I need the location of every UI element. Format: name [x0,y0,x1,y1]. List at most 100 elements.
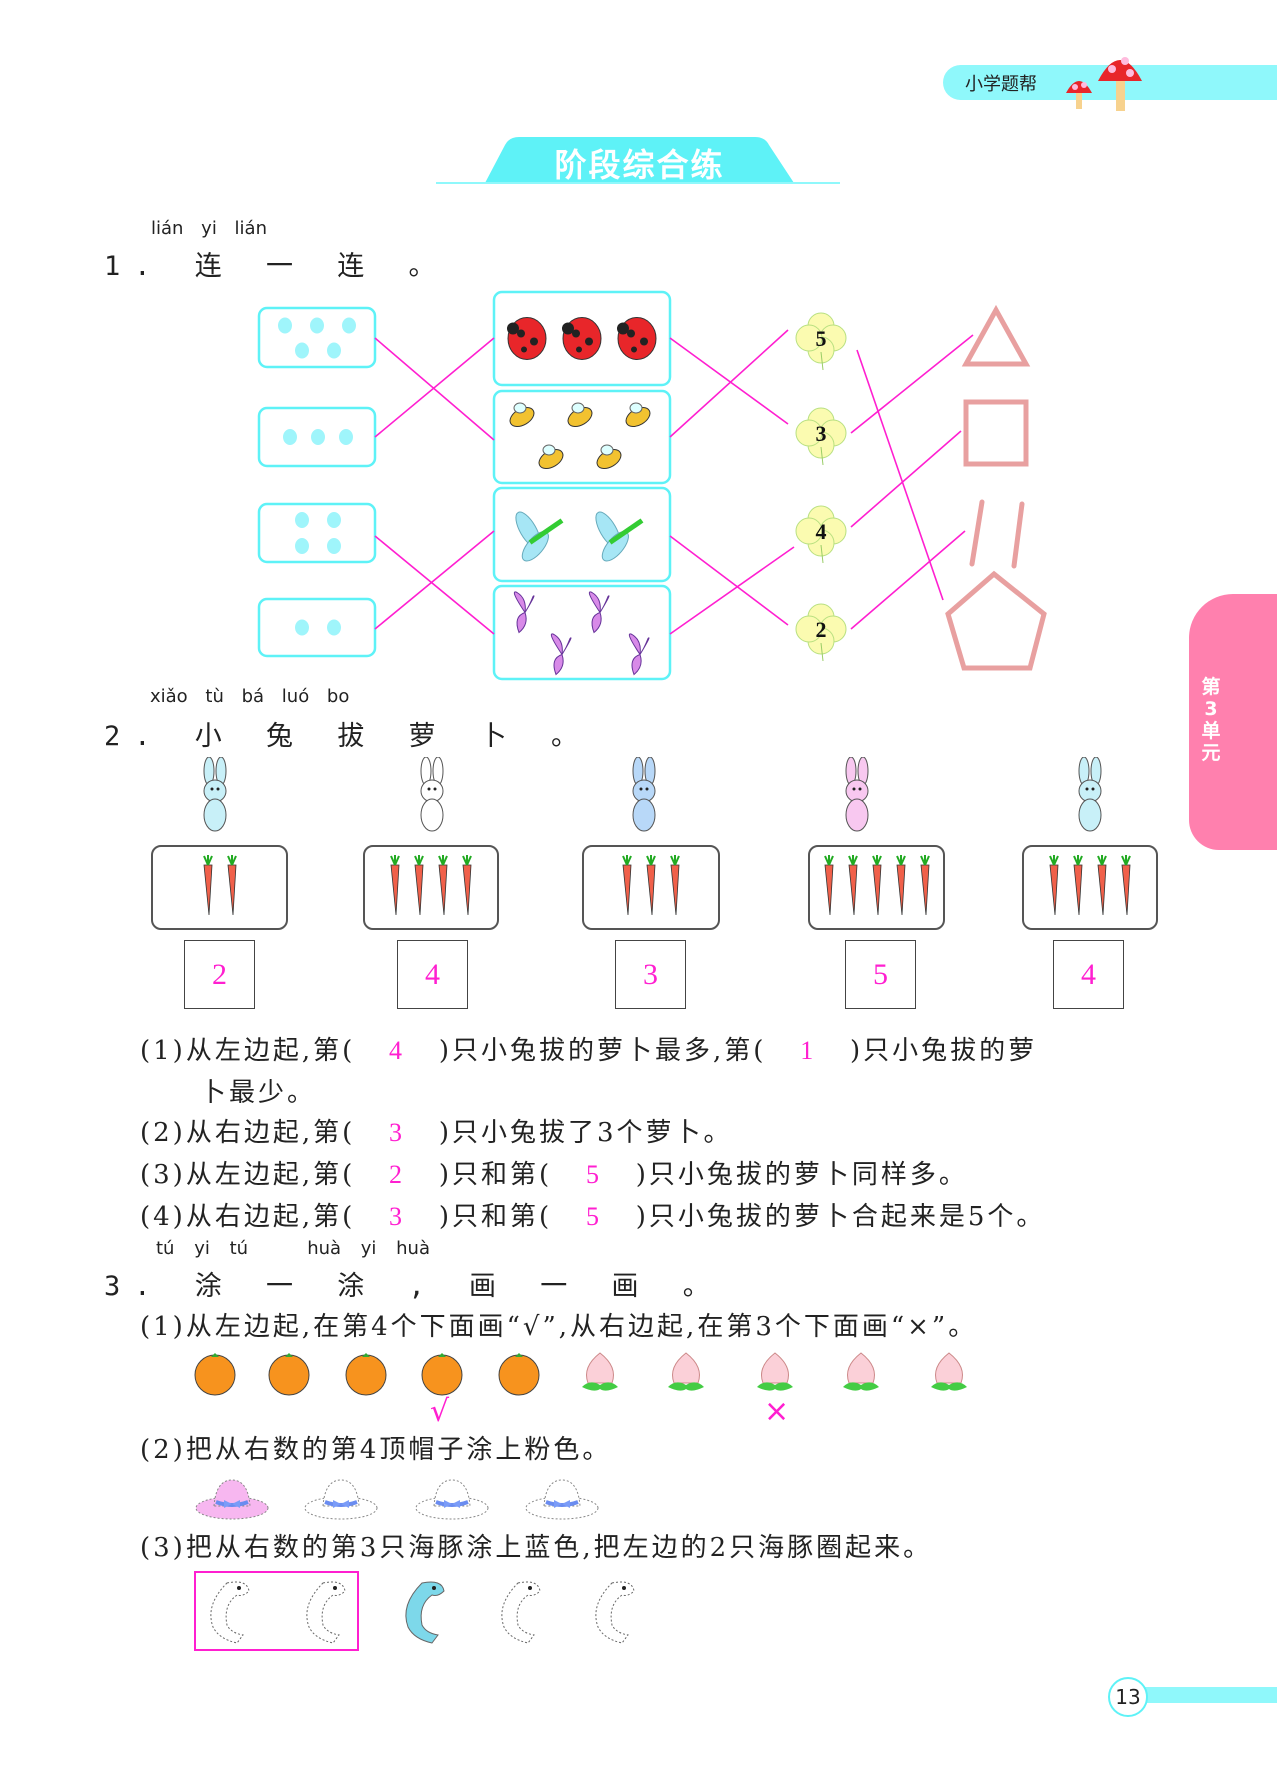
butterfly-icon [628,633,650,676]
carrot-icon [642,854,660,921]
connecting-line [374,337,495,441]
carrot-icon [916,854,934,921]
answer-box: 2 [184,940,255,1009]
title-tab [485,137,794,183]
answer-box: 4 [397,940,468,1009]
butterfly-icon [588,591,610,634]
connecting-line [850,430,962,528]
carrot-icon [458,854,476,921]
pentagon-shape [945,570,1047,671]
dot [327,538,341,554]
rabbit-icon [185,756,245,837]
insect-card-dragonfly [492,486,672,583]
carrot-icon [1117,854,1135,921]
bee-icon [596,444,622,469]
orange-icon [191,1349,239,1397]
rabbit-icon [1060,756,1120,837]
q3-label: 3. 涂 一 涂 , 画 一 画 。 [104,1271,724,1302]
question-text: (4)从右边起,第( [140,1202,390,1232]
dolphin-icon [582,1575,646,1647]
question-text: (1)从左边起,第( [140,1036,390,1066]
clover-number: 4 [816,519,827,544]
dot [327,342,341,359]
peach-icon [751,1349,799,1397]
connecting-line [669,329,789,438]
answer-value: 5 [585,1202,602,1231]
carrot-box [151,845,288,930]
connecting-line [374,530,495,630]
carrot-icon [434,854,452,921]
dolphin-icon [293,1575,357,1647]
q3-sub3: (3)把从右数的第3只海豚涂上蓝色,把左边的2只海豚圈起来。 [140,1533,933,1563]
q1-pinyin: lián yi lián [151,218,267,239]
orange-icon [265,1349,313,1397]
dot [295,538,309,554]
unit-side-tab [1189,594,1277,850]
answer-value: 1 [800,1036,817,1065]
bee-icon [567,402,593,427]
carrot-icon [223,854,241,921]
q2-label: 2. 小 兔 拔 萝 卜 。 [104,721,593,752]
hat-icon [303,1472,379,1522]
page-number: 13 [1108,1677,1148,1717]
answer-box: 4 [1053,940,1124,1009]
dot [342,317,356,334]
bee-icon [625,402,651,427]
clover-number-2: 2 [795,603,847,662]
dot [295,512,309,528]
matching-exercise: 5 3 4 2 [257,290,1047,681]
sub-question: 卜最少。 [200,1072,316,1109]
clover-number: 3 [816,421,827,446]
triangle-shape [961,304,1031,367]
sub-question: (3)从左边起,第( 2 )只和第( 5 )只小兔拔的萝卜同样多。 [140,1154,968,1191]
peach-icon [925,1349,973,1397]
connecting-line [669,337,789,425]
carrot-icon [844,854,862,921]
dolphin-icon [392,1575,456,1647]
question-text: )只小兔拔的萝 [816,1036,1038,1066]
connecting-line [669,546,795,635]
dot [278,317,292,334]
dot [327,619,341,636]
answer-box: 3 [615,940,686,1009]
footer-band [1144,1687,1277,1703]
clover-number-4: 4 [795,505,847,564]
q3-sub1: (1)从左边起,在第4个下面画“√”,从右边起,在第3个下面画“×”。 [140,1312,978,1342]
peach-icon [662,1349,710,1397]
q3-pinyin: tú yi tú huà yi huà [156,1238,430,1259]
butterfly-icon [550,633,572,676]
carrot-icon [666,854,684,921]
connecting-line [850,334,974,434]
carrot-icon [199,854,217,921]
bee-icon [538,444,564,469]
rabbit-icon [402,756,462,837]
bee-icon [509,402,535,427]
clover-number-3: 3 [795,407,847,466]
clover-number-5: 5 [795,312,847,371]
cross-mark: × [764,1394,790,1429]
dot [283,429,297,445]
q1-label: 1. 连 一 连 。 [104,251,450,282]
carrot-icon [618,854,636,921]
carrot-box [1022,845,1158,930]
dot-card [257,306,377,369]
dot-card [257,597,377,658]
rabbit-icon [614,756,674,837]
connecting-line [374,337,495,438]
connecting-line [669,535,789,626]
circled-dolphins-outline [194,1571,359,1651]
dot-card [257,502,377,564]
carrot-icon [1069,854,1087,921]
answer-value: 3 [389,1118,406,1147]
carrot-icon [410,854,428,921]
dot-card [257,406,377,468]
hat-icon [194,1472,270,1522]
sub-question: (2)从右边起,第( 3 )只小兔拔了3个萝卜。 [140,1112,733,1149]
dragonfly-icon [515,511,564,562]
sub-question: (1)从左边起,第( 4 )只小兔拔的萝卜最多,第( 1 )只小兔拔的萝 [140,1030,1037,1067]
carrot-icon [868,854,886,921]
sub-question: (4)从右边起,第( 3 )只和第( 5 )只小兔拔的萝卜合起来是5个。 [140,1196,1045,1233]
answer-value: 5 [585,1160,602,1189]
clover-number: 5 [816,326,827,351]
rabbit-icon [827,756,887,837]
